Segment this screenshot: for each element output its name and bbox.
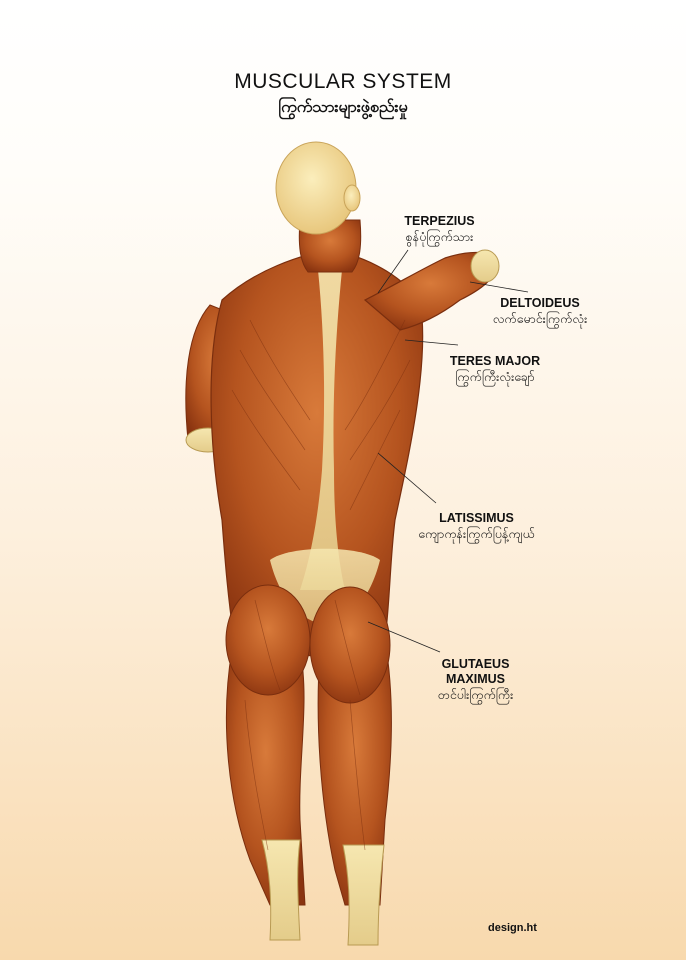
right-gluteus [309, 586, 391, 704]
spine-fascia [300, 270, 345, 590]
design-credit: design.ht [488, 922, 537, 934]
label-glutaeus-maximus-my: တင်ပါးကြွက်ကြီး [437, 688, 514, 702]
label-glutaeus-maximus-en: GLUTAEUS MAXIMUS [441, 657, 510, 686]
right-calf-tendon [342, 844, 385, 946]
page-subtitle: ကြွက်သားများဖွဲ့စည်းမှု [278, 99, 408, 116]
label-latissimus-en: LATISSIMUS [439, 511, 514, 525]
label-latissimus-my: ကျောကုန်းကြွက်ပြန့်ကျယ် [418, 527, 535, 541]
left-gluteus [225, 584, 311, 696]
leader-trapezius [377, 249, 409, 294]
label-trapezius: TERPEZIUS စွန်ပုံကြွက်သား [382, 214, 497, 245]
label-teres-major-en: TERES MAJOR [449, 354, 541, 368]
ear [343, 184, 361, 212]
leader-glutaeus [367, 621, 441, 653]
leader-latissimus [377, 452, 437, 504]
label-deltoideus: DELTOIDEUS လက်မောင်းကြွက်လုံး [474, 296, 606, 327]
leader-teres-major [404, 339, 459, 346]
label-teres-major-my: ကြွက်ကြီးလုံးချော် [455, 370, 535, 384]
label-deltoideus-my: လက်မောင်းကြွက်လုံး [492, 312, 588, 326]
label-teres-major: TERES MAJOR ကြွက်ကြီးလုံးချော် [435, 354, 555, 385]
label-glutaeus-maximus: GLUTAEUS MAXIMUS တင်ပါးကြွက်ကြီး [428, 657, 523, 703]
left-calf-tendon [261, 839, 301, 941]
label-deltoideus-en: DELTOIDEUS [500, 296, 580, 310]
label-trapezius-en: TERPEZIUS [404, 214, 475, 228]
right-arm-stump [470, 249, 500, 283]
head [275, 141, 357, 235]
page-title: MUSCULAR SYSTEM [234, 70, 452, 93]
label-trapezius-my: စွန်ပုံကြွက်သား [405, 230, 474, 244]
leader-deltoideus [469, 281, 529, 293]
label-latissimus: LATISSIMUS ကျောကုန်းကြွက်ပြန့်ကျယ် [404, 511, 549, 542]
